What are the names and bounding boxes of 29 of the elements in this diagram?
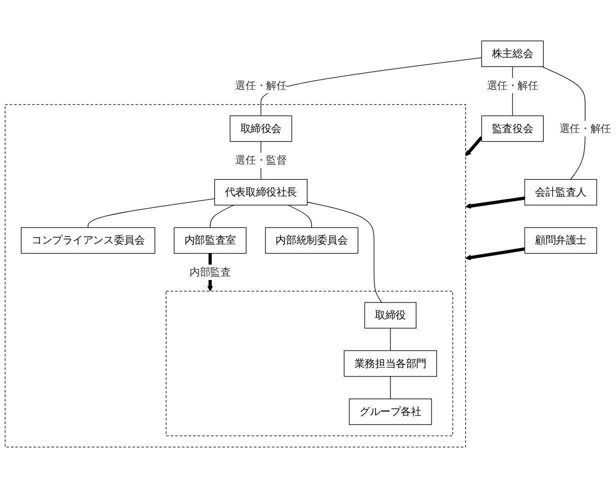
cluster: [4, 104, 466, 448]
connector: [306, 202, 382, 303]
edge-label: 選任・解任: [559, 122, 611, 134]
node-box: 会計監査人: [524, 179, 598, 206]
edge-label: 内部監査: [190, 266, 231, 278]
arrow: [465, 136, 483, 156]
node-box: 顧問弁護士: [524, 227, 598, 254]
edge-label: 選任・解任: [235, 79, 287, 92]
connector: [88, 198, 215, 228]
node-box: 監査役会: [481, 115, 544, 142]
node-box: 代表取締役社長: [214, 179, 308, 206]
node-box: グループ各社: [348, 398, 432, 425]
edge-label: 選任・監督: [235, 154, 287, 166]
arrow: [465, 196, 525, 209]
connector: [210, 204, 234, 228]
node-box: 取締役会: [230, 115, 292, 142]
node-box: 内部統制委員会: [265, 227, 358, 254]
connector: [260, 57, 482, 116]
connector: [390, 376, 391, 400]
connector: [390, 328, 391, 351]
cluster: [166, 290, 454, 436]
arrow: [465, 247, 525, 260]
connector: [288, 204, 312, 228]
node-box: 内部監査室: [174, 227, 246, 254]
edge-label: 選任・解任: [486, 79, 538, 92]
node-box: 業務担当各部門: [344, 350, 438, 377]
node-box: コンプライアンス委員会: [20, 227, 156, 254]
node-box: 株主総会: [481, 40, 544, 67]
node-box: 取締役: [364, 302, 416, 329]
